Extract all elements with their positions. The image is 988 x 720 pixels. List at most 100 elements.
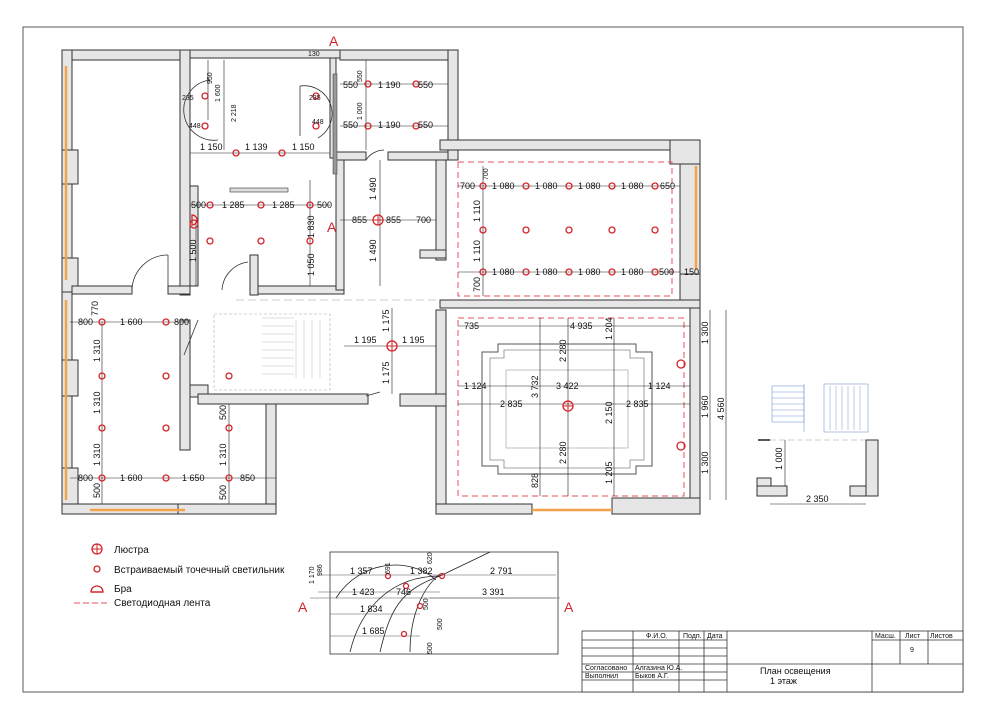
title-block: Ф.И.О. Подп. Дата Согласовано Алгазина Ю… bbox=[581, 630, 964, 693]
sheet-number: 9 bbox=[910, 647, 914, 654]
dim-labels-left-room: 770 800 1 600 800 1 310 1 310 1 310 500 … bbox=[78, 301, 255, 500]
wall bbox=[447, 49, 459, 161]
dim-label: 448 bbox=[189, 123, 201, 130]
doors bbox=[131, 73, 385, 397]
ceiling-frame bbox=[481, 343, 653, 475]
dim-label: 500 bbox=[218, 485, 228, 500]
title-block-header: Ф.И.О. bbox=[646, 633, 668, 640]
dim-labels-top-room: 130 950 1 600 2 218 235 235 448 448 1 15… bbox=[182, 51, 324, 152]
dim-label: 1 500 bbox=[188, 239, 198, 262]
legend-label: Люстра bbox=[114, 545, 149, 556]
dim-label: 1 423 bbox=[352, 587, 375, 597]
dim-label: 1 190 bbox=[378, 80, 401, 90]
dim-label: 550 bbox=[418, 80, 433, 90]
dim-label: 550 bbox=[357, 70, 364, 82]
dim-label: 1 285 bbox=[222, 200, 245, 210]
sheet-frame bbox=[22, 26, 964, 693]
dim-label: 1 285 bbox=[272, 200, 295, 210]
dim-label: 2 280 bbox=[558, 441, 568, 464]
wall bbox=[61, 49, 189, 61]
dim-label: 1 300 bbox=[700, 321, 710, 344]
dim-label: 1 834 bbox=[360, 604, 383, 614]
dim-label: 500 bbox=[218, 405, 228, 420]
dim-label: 550 bbox=[418, 120, 433, 130]
drawing-subtitle: 1 этаж bbox=[770, 676, 797, 686]
wall bbox=[339, 49, 459, 61]
dim-label: 1 000 bbox=[774, 447, 784, 470]
dim-label: 1 080 bbox=[535, 267, 558, 277]
dim-label: 700 bbox=[416, 215, 431, 225]
wall bbox=[61, 149, 79, 185]
dim-labels-living: 735 4 935 1 204 2 280 1 300 1 124 3 422 … bbox=[464, 317, 726, 488]
dim-label: 950 bbox=[207, 72, 214, 84]
wall bbox=[756, 485, 788, 497]
windows bbox=[64, 66, 698, 512]
wall bbox=[335, 151, 367, 161]
dim-label: 1 080 bbox=[621, 267, 644, 277]
dim-label: 500 bbox=[423, 598, 430, 610]
dim-labels-right-top: 700 1 080 1 080 1 080 1 080 650 700 1 11… bbox=[460, 168, 699, 292]
section-markers: A A A A bbox=[298, 33, 574, 615]
dim-label: 1 382 bbox=[410, 566, 433, 576]
dim-label: 800 bbox=[174, 317, 189, 327]
dim-label: 1 110 bbox=[472, 240, 482, 262]
dim-label: 1 685 bbox=[362, 626, 385, 636]
dim-label: 1 204 bbox=[604, 317, 614, 340]
dim-label: 1 175 bbox=[381, 309, 391, 332]
wall bbox=[435, 309, 447, 511]
wall bbox=[179, 49, 191, 296]
dim-label: 1 205 bbox=[604, 461, 614, 484]
dim-label: 1 150 bbox=[292, 142, 315, 152]
title-block-name: Быков А.Г. bbox=[635, 673, 669, 680]
dimension-lines bbox=[70, 60, 727, 504]
dim-labels-hall: 1 175 1 195 1 195 1 175 bbox=[354, 309, 425, 384]
sconce-icon bbox=[676, 441, 686, 451]
chandelier-icon bbox=[372, 214, 384, 226]
wall bbox=[689, 307, 701, 509]
dim-label: 1 195 bbox=[402, 335, 425, 345]
dim-label: 850 bbox=[240, 473, 255, 483]
dim-label: 1 000 bbox=[357, 102, 364, 120]
sconce-icon bbox=[676, 359, 686, 369]
dim-label: 2 835 bbox=[626, 399, 649, 409]
sconce-icon bbox=[90, 585, 104, 593]
chandelier-icon bbox=[386, 340, 398, 352]
dim-label: 500 bbox=[191, 200, 206, 210]
dim-label: 1 357 bbox=[350, 566, 373, 576]
dim-label: 1 080 bbox=[492, 181, 515, 191]
dim-label: 3 732 bbox=[530, 375, 540, 398]
dim-label: 800 bbox=[78, 473, 93, 483]
dim-label: 1 600 bbox=[120, 473, 143, 483]
legend-label: Светодиодная лента bbox=[114, 598, 211, 609]
chandelier-icon bbox=[91, 543, 103, 555]
sconces bbox=[189, 214, 686, 451]
wall bbox=[189, 185, 199, 287]
wall bbox=[197, 393, 369, 405]
dim-label: 1 139 bbox=[245, 142, 268, 152]
legend-label: Встраиваемый точечный светильник bbox=[114, 565, 285, 576]
wall bbox=[167, 285, 191, 295]
staircase bbox=[213, 299, 436, 391]
dim-label: 1 310 bbox=[92, 443, 102, 466]
wall bbox=[439, 139, 681, 151]
dim-label: 1 170 bbox=[309, 566, 316, 584]
dim-label: 691 bbox=[385, 562, 392, 574]
dim-label: 700 bbox=[460, 181, 475, 191]
dim-label: 1 080 bbox=[621, 181, 644, 191]
dim-label: 1 600 bbox=[215, 84, 222, 102]
dim-label: 500 bbox=[427, 642, 434, 654]
dim-label: 828 bbox=[530, 473, 540, 488]
wall bbox=[387, 151, 449, 161]
section-marker: A bbox=[327, 219, 337, 235]
sheets-label: Листов bbox=[930, 633, 953, 640]
dim-label: 1 175 bbox=[381, 361, 391, 384]
wall bbox=[257, 285, 345, 295]
wall bbox=[249, 254, 259, 296]
title-block-header: Дата bbox=[707, 633, 723, 640]
dim-label: 448 bbox=[312, 119, 324, 126]
spotlight-icon bbox=[93, 565, 101, 573]
wall bbox=[177, 503, 277, 515]
dim-label: 4 935 bbox=[570, 321, 593, 331]
dim-label: 500 bbox=[317, 200, 332, 210]
